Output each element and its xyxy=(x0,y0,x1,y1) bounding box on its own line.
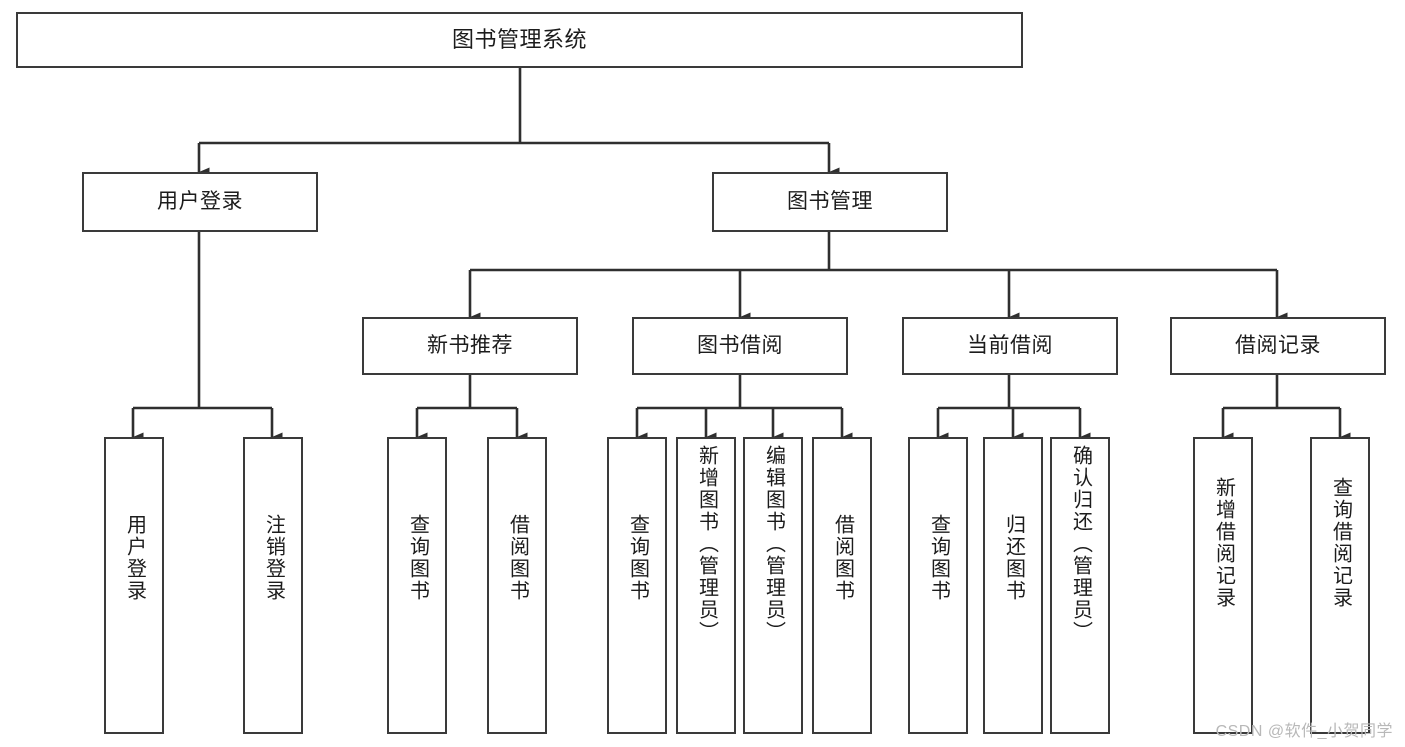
node-level3-0[interactable]: 新书推荐 xyxy=(362,317,578,375)
node-level2-0[interactable]: 用户登录 xyxy=(82,172,318,232)
node-label: 查询图书 xyxy=(927,514,950,602)
node-level3-2[interactable]: 当前借阅 xyxy=(902,317,1118,375)
node-label: 编辑图书（管理员） xyxy=(762,445,785,643)
node-label: 确认归还（管理员） xyxy=(1069,445,1092,643)
leaf-label-wrap: 借阅图书 xyxy=(814,514,870,602)
leaf-label-wrap: 注销登录 xyxy=(245,514,301,602)
leaf-label-wrap: 新增图书（管理员） xyxy=(678,445,734,643)
node-leaf-4[interactable]: 查询图书 xyxy=(607,437,667,734)
node-level2-1[interactable]: 图书管理 xyxy=(712,172,948,232)
node-leaf-5[interactable]: 新增图书（管理员） xyxy=(676,437,736,734)
node-label: 查询图书 xyxy=(626,514,649,602)
node-leaf-3[interactable]: 借阅图书 xyxy=(487,437,547,734)
node-leaf-1[interactable]: 注销登录 xyxy=(243,437,303,734)
node-label: 查询图书 xyxy=(406,514,429,602)
leaf-label-wrap: 查询图书 xyxy=(389,514,445,602)
node-label: 用户登录 xyxy=(123,514,146,602)
node-leaf-11[interactable]: 新增借阅记录 xyxy=(1193,437,1253,734)
node-label: 图书管理 xyxy=(787,190,873,214)
node-level3-3[interactable]: 借阅记录 xyxy=(1170,317,1386,375)
node-leaf-8[interactable]: 查询图书 xyxy=(908,437,968,734)
node-leaf-6[interactable]: 编辑图书（管理员） xyxy=(743,437,803,734)
leaf-label-wrap: 确认归还（管理员） xyxy=(1052,445,1108,643)
node-label: 借阅记录 xyxy=(1235,334,1321,358)
node-label: 借阅图书 xyxy=(831,514,854,602)
node-leaf-12[interactable]: 查询借阅记录 xyxy=(1310,437,1370,734)
node-level3-1[interactable]: 图书借阅 xyxy=(632,317,848,375)
node-leaf-7[interactable]: 借阅图书 xyxy=(812,437,872,734)
node-label: 归还图书 xyxy=(1002,514,1025,602)
leaf-label-wrap: 查询图书 xyxy=(609,514,665,602)
node-label: 图书借阅 xyxy=(697,334,783,358)
leaf-label-wrap: 用户登录 xyxy=(106,514,162,602)
node-label: 图书管理系统 xyxy=(451,26,587,52)
node-label: 新书推荐 xyxy=(427,334,513,358)
leaf-label-wrap: 借阅图书 xyxy=(489,514,545,602)
leaf-label-wrap: 查询图书 xyxy=(910,514,966,602)
node-label: 新增借阅记录 xyxy=(1212,477,1235,609)
node-leaf-2[interactable]: 查询图书 xyxy=(387,437,447,734)
node-label: 用户登录 xyxy=(157,190,243,214)
node-label: 当前借阅 xyxy=(967,334,1053,358)
node-label: 借阅图书 xyxy=(506,514,529,602)
leaf-label-wrap: 查询借阅记录 xyxy=(1312,477,1368,609)
node-label: 查询借阅记录 xyxy=(1329,477,1352,609)
node-leaf-10[interactable]: 确认归还（管理员） xyxy=(1050,437,1110,734)
leaf-label-wrap: 归还图书 xyxy=(985,514,1041,602)
node-root-图书管理系统[interactable]: 图书管理系统 xyxy=(16,12,1023,68)
node-label: 注销登录 xyxy=(262,514,285,602)
leaf-label-wrap: 新增借阅记录 xyxy=(1195,477,1251,609)
node-leaf-0[interactable]: 用户登录 xyxy=(104,437,164,734)
leaf-label-wrap: 编辑图书（管理员） xyxy=(745,445,801,643)
node-label: 新增图书（管理员） xyxy=(695,445,718,643)
node-leaf-9[interactable]: 归还图书 xyxy=(983,437,1043,734)
